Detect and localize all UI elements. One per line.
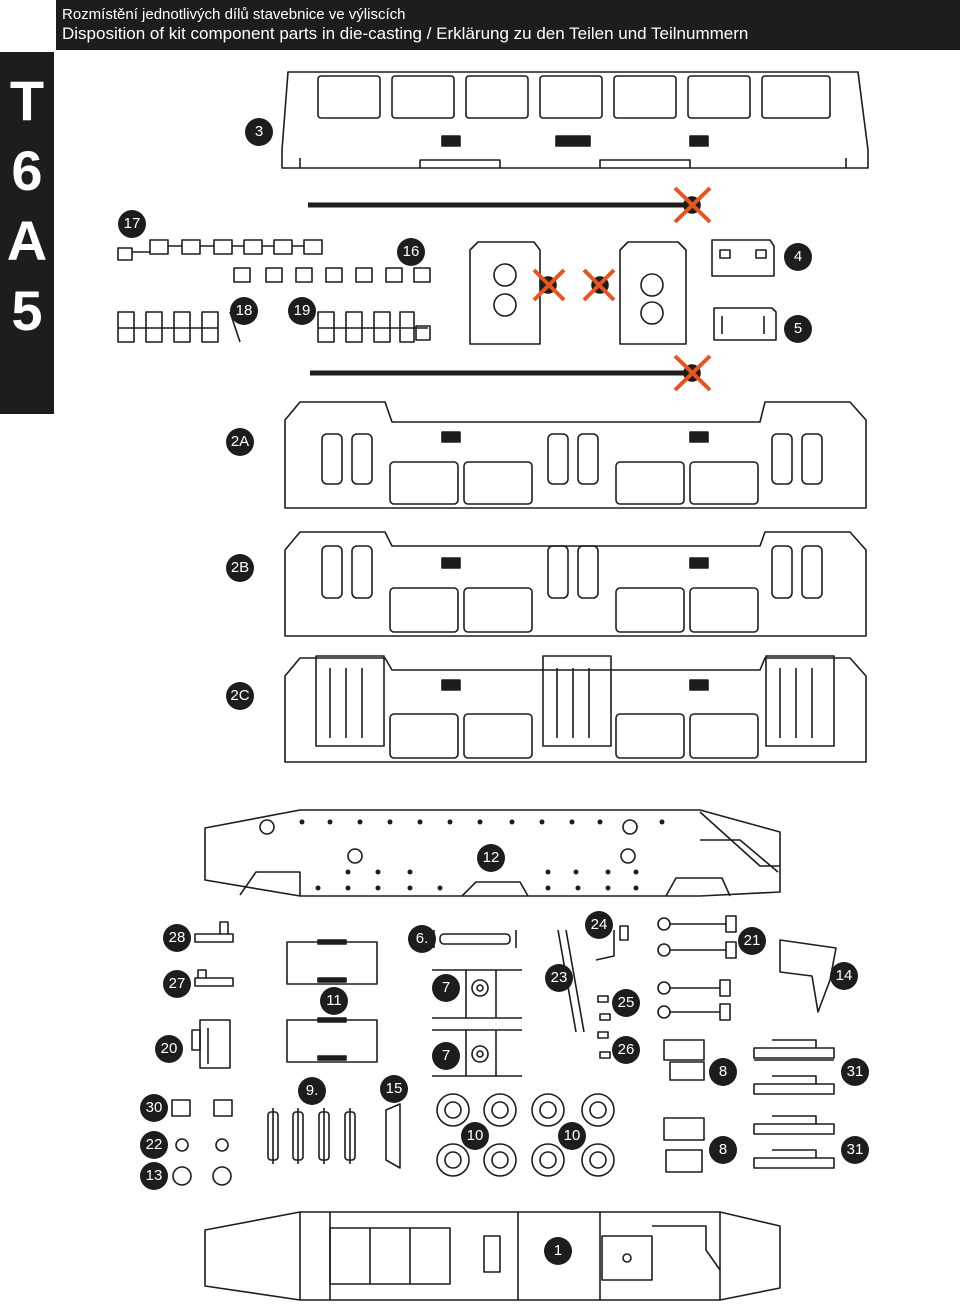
part-16-bogies (469, 241, 687, 345)
badge-part-8: 8 (709, 1136, 737, 1164)
part-14-bracket (779, 939, 837, 1013)
part-12-floor (204, 809, 781, 897)
badge-part-20: 20 (155, 1035, 183, 1063)
badge-part-5: 5 (784, 315, 812, 343)
part-4-5-brackets (711, 239, 777, 341)
header-title-czech: Rozmístění jednotlivých dílů stavebnice … (62, 6, 406, 23)
part-6-shaft (433, 930, 517, 948)
part-21-couplers (657, 915, 737, 1021)
badge-part-10: 10 (558, 1122, 586, 1150)
part-2c-side-wall (284, 655, 867, 763)
badge-part-21: 21 (738, 927, 766, 955)
badge-part-11: 11 (320, 987, 348, 1015)
badge-part-12: 12 (477, 844, 505, 872)
badge-part-18: 18 (230, 297, 258, 325)
part-17-knobs (117, 239, 431, 283)
badge-part-28: 28 (163, 924, 191, 952)
badge-part-25: 25 (612, 989, 640, 1017)
sidebar-letter: A (6, 209, 48, 272)
part-10-wheels (436, 1093, 615, 1177)
badge-part-13: 13 (140, 1162, 168, 1190)
badge-part-1: 1 (544, 1237, 572, 1265)
badge-part-2a: 2A (226, 428, 254, 456)
badge-part-19: 19 (288, 297, 316, 325)
badge-part-15: 15 (380, 1075, 408, 1103)
floor-rivets (299, 819, 665, 891)
badge-part-7: 7 (432, 1042, 460, 1070)
badge-part-2b: 2B (226, 554, 254, 582)
part-15-panel (385, 1103, 401, 1169)
part-2b-side-wall (284, 531, 867, 637)
sidebar-letter: 5 (11, 279, 43, 342)
part-31-frames (753, 1039, 835, 1169)
sidebar-letter: T (9, 69, 45, 132)
badge-part-16: 16 (397, 238, 425, 266)
model-code-sidebar: T 6 A 5 (0, 52, 54, 414)
badge-part-30: 30 (140, 1094, 168, 1122)
part-18-19-seats (117, 311, 431, 343)
part-1-chassis (204, 1211, 781, 1301)
badge-part-27: 27 (163, 970, 191, 998)
badge-part-31: 31 (841, 1058, 869, 1086)
excluded-parts-crosses (532, 186, 712, 392)
small-left-parts (171, 921, 234, 1186)
badge-part-7: 7 (432, 974, 460, 1002)
part-7-housings (432, 969, 522, 1077)
badge-part-26: 26 (612, 1036, 640, 1064)
badge-part-23: 23 (545, 964, 573, 992)
badge-part-4: 4 (784, 243, 812, 271)
badge-part-31: 31 (841, 1136, 869, 1164)
badge-part-17: 17 (118, 210, 146, 238)
part-8-brackets (663, 1039, 705, 1173)
roof-part (281, 71, 869, 169)
badge-part-3: 3 (245, 118, 273, 146)
badge-part-22: 22 (140, 1131, 168, 1159)
axle-rods (308, 202, 685, 376)
part-9-pins (267, 1108, 356, 1164)
part-11-plates (286, 939, 378, 1063)
badge-part-8: 8 (709, 1058, 737, 1086)
sidebar-letter: 6 (11, 139, 43, 202)
badge-part-9: 9. (298, 1077, 326, 1105)
pantograph-parts (557, 925, 629, 1059)
part-2a-side-wall (284, 401, 867, 509)
badge-part-10: 10 (461, 1122, 489, 1150)
badge-part-24: 24 (585, 911, 613, 939)
badge-part-6: 6. (408, 925, 436, 953)
header-title-english-german: Disposition of kit component parts in di… (62, 24, 749, 43)
header-banner: Rozmístění jednotlivých dílů stavebnice … (56, 0, 960, 50)
badge-part-2c: 2C (226, 682, 254, 710)
badge-part-14: 14 (830, 962, 858, 990)
